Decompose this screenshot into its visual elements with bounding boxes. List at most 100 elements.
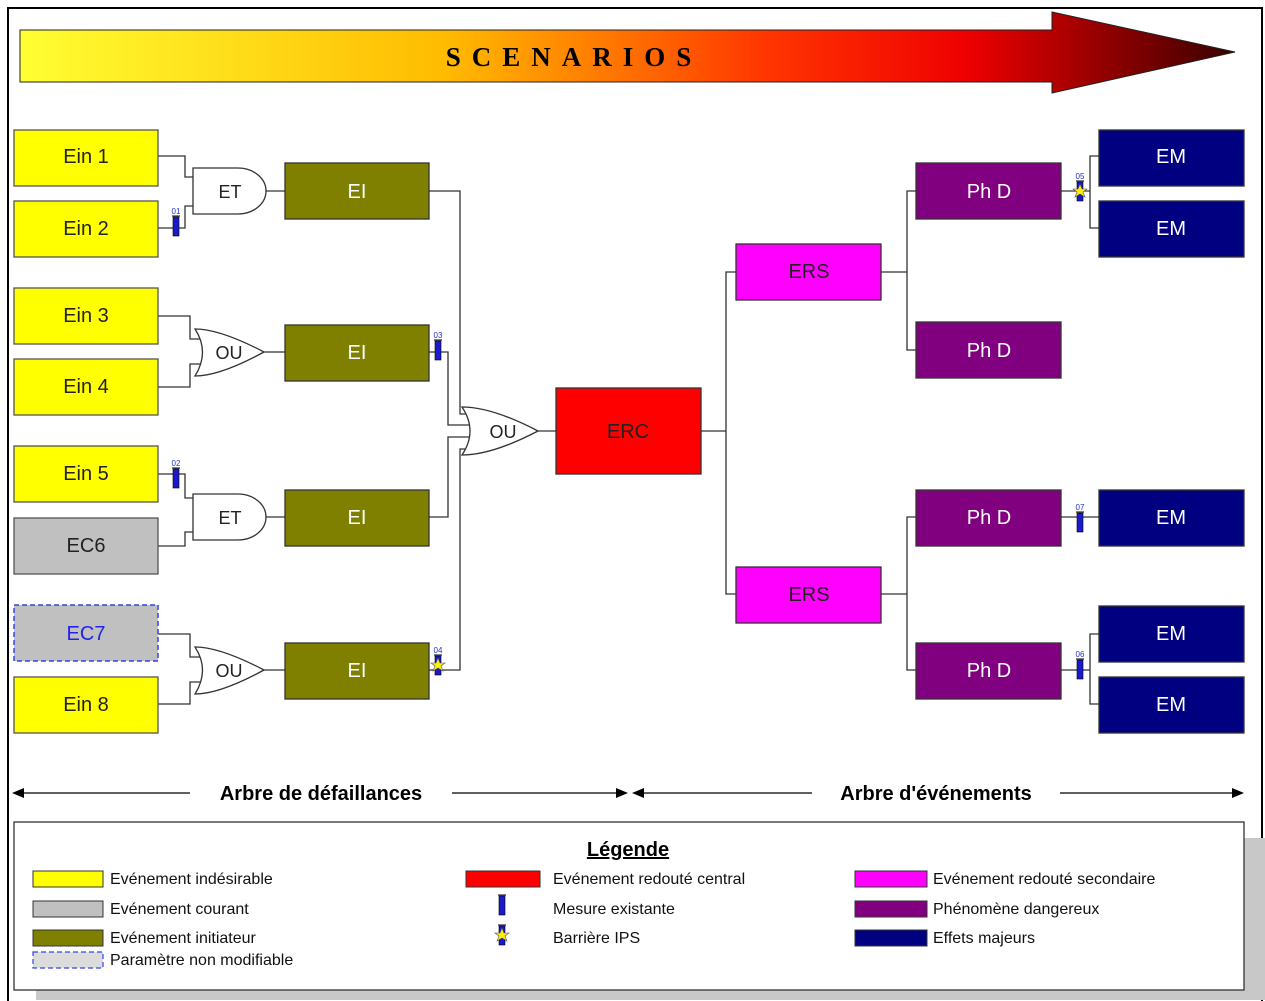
barrier-code: 02 [172,459,181,468]
event-label: EI [348,660,367,682]
central-event: ERC [555,387,702,475]
event-label: EM [1156,507,1186,529]
event-ein-5: Ein 5 [13,445,159,503]
event-ein-1: Ein 1 [13,129,159,187]
legend-item: Evénement redouté central [553,871,745,888]
event-label: Ein 8 [63,694,109,716]
event-label: Ein 5 [63,463,109,485]
event-tree-label: Arbre d'événements [840,783,1032,805]
or-gate-central: OU [460,406,540,456]
and-gate-2: ET [192,493,267,541]
event-label: Ein 2 [63,218,109,240]
or-gate-2: OU [193,646,266,695]
legend-item: Paramètre non modifiable [110,952,293,969]
event-ein-8: Ein 8 [13,676,159,734]
or-gate-1: OU [193,328,266,377]
measure-icon [497,894,507,916]
legend-item: Phénomène dangereux [933,901,1099,918]
gate-label: ET [218,182,241,202]
event-label: EI [348,181,367,203]
gate-label: ET [218,508,241,528]
barrier-code: 03 [434,331,443,340]
event-label: EI [348,507,367,529]
initiator-event-2: EI [284,324,430,382]
gate-label: OU [490,422,517,442]
event-label: Ph D [967,181,1011,203]
barrier-code: 04 [434,646,443,655]
legend-swatch-effect [854,929,928,947]
legend-swatch-initiator [32,929,104,947]
ips-barrier-icon [430,654,446,676]
legend-swatch-undesirable [32,870,104,888]
measure-icon [171,215,181,237]
event-label: EM [1156,218,1186,240]
legend-swatch-secondary [854,870,928,888]
legend-title: Légende [587,839,669,861]
event-label: Ein 4 [63,376,109,398]
legend-item: Effets majeurs [933,930,1035,947]
event-label: EM [1156,146,1186,168]
event-ec6: EC6 [13,517,159,575]
legend-item: Evénement redouté secondaire [933,871,1155,888]
arrow-left-icon [12,788,24,798]
legend: Légende Evénement indésirable Evénement … [13,821,1265,1000]
event-label: EI [348,342,367,364]
legend-swatch-current [32,900,104,918]
measure-icon [1075,658,1085,680]
scenario-banner: SCENARIOS [19,11,1236,94]
event-label: Ph D [967,507,1011,529]
event-label: EM [1156,623,1186,645]
barrier-code: 06 [1076,650,1085,659]
phenomenon-4: Ph D [915,642,1062,700]
legend-item: Barrière IPS [553,930,640,947]
event-label: ERS [788,584,829,606]
arrow-right-icon [616,788,628,798]
measure-icon [1075,511,1085,533]
event-ein-4: Ein 4 [13,358,159,416]
measure-icon [433,339,443,361]
legend-item: Evénement courant [110,901,249,918]
barrier-code: 01 [172,207,181,216]
and-gate-1: ET [192,167,267,215]
initiator-event-3: EI [284,489,430,547]
fault-tree-label: Arbre de défaillances [220,783,422,805]
arrow-right-icon [1232,788,1244,798]
event-label: EC7 [67,623,106,645]
event-label: Ph D [967,340,1011,362]
measure-icon [171,467,181,489]
gate-label: OU [216,343,243,363]
event-label: Ein 1 [63,146,109,168]
phenomenon-3: Ph D [915,489,1062,547]
event-ec7: EC7 [13,604,159,662]
legend-item: Evénement indésirable [110,871,273,888]
major-effect-4: EM [1098,605,1245,663]
legend-swatch-param [32,951,104,969]
event-label: ERS [788,261,829,283]
event-ein-3: Ein 3 [13,287,159,345]
secondary-event-2: ERS [735,566,882,624]
tree-axis: Arbre de défaillances Arbre d'événements [12,783,1244,805]
legend-swatch-phenomenon [854,900,928,918]
event-label: EM [1156,694,1186,716]
major-effect-5: EM [1098,676,1245,734]
event-label: Ph D [967,660,1011,682]
banner-title: SCENARIOS [446,42,703,72]
major-effect-2: EM [1098,200,1245,258]
phenomenon-1: Ph D [915,162,1062,220]
gate-label: OU [216,661,243,681]
outer-frame [7,7,1263,1001]
major-effect-1: EM [1098,129,1245,187]
legend-item: Mesure existante [553,901,675,918]
initiator-event-1: EI [284,162,430,220]
legend-item: Evénement initiateur [110,930,257,947]
secondary-event-1: ERS [735,243,882,301]
initiator-event-4: EI [284,642,430,700]
event-ein-2: Ein 2 [13,200,159,258]
major-effect-3: EM [1098,489,1245,547]
event-label: Ein 3 [63,305,109,327]
phenomenon-2: Ph D [915,321,1062,379]
event-label: ERC [607,421,649,443]
barrier-code: 07 [1076,503,1085,512]
barrier-code: 05 [1076,172,1085,181]
